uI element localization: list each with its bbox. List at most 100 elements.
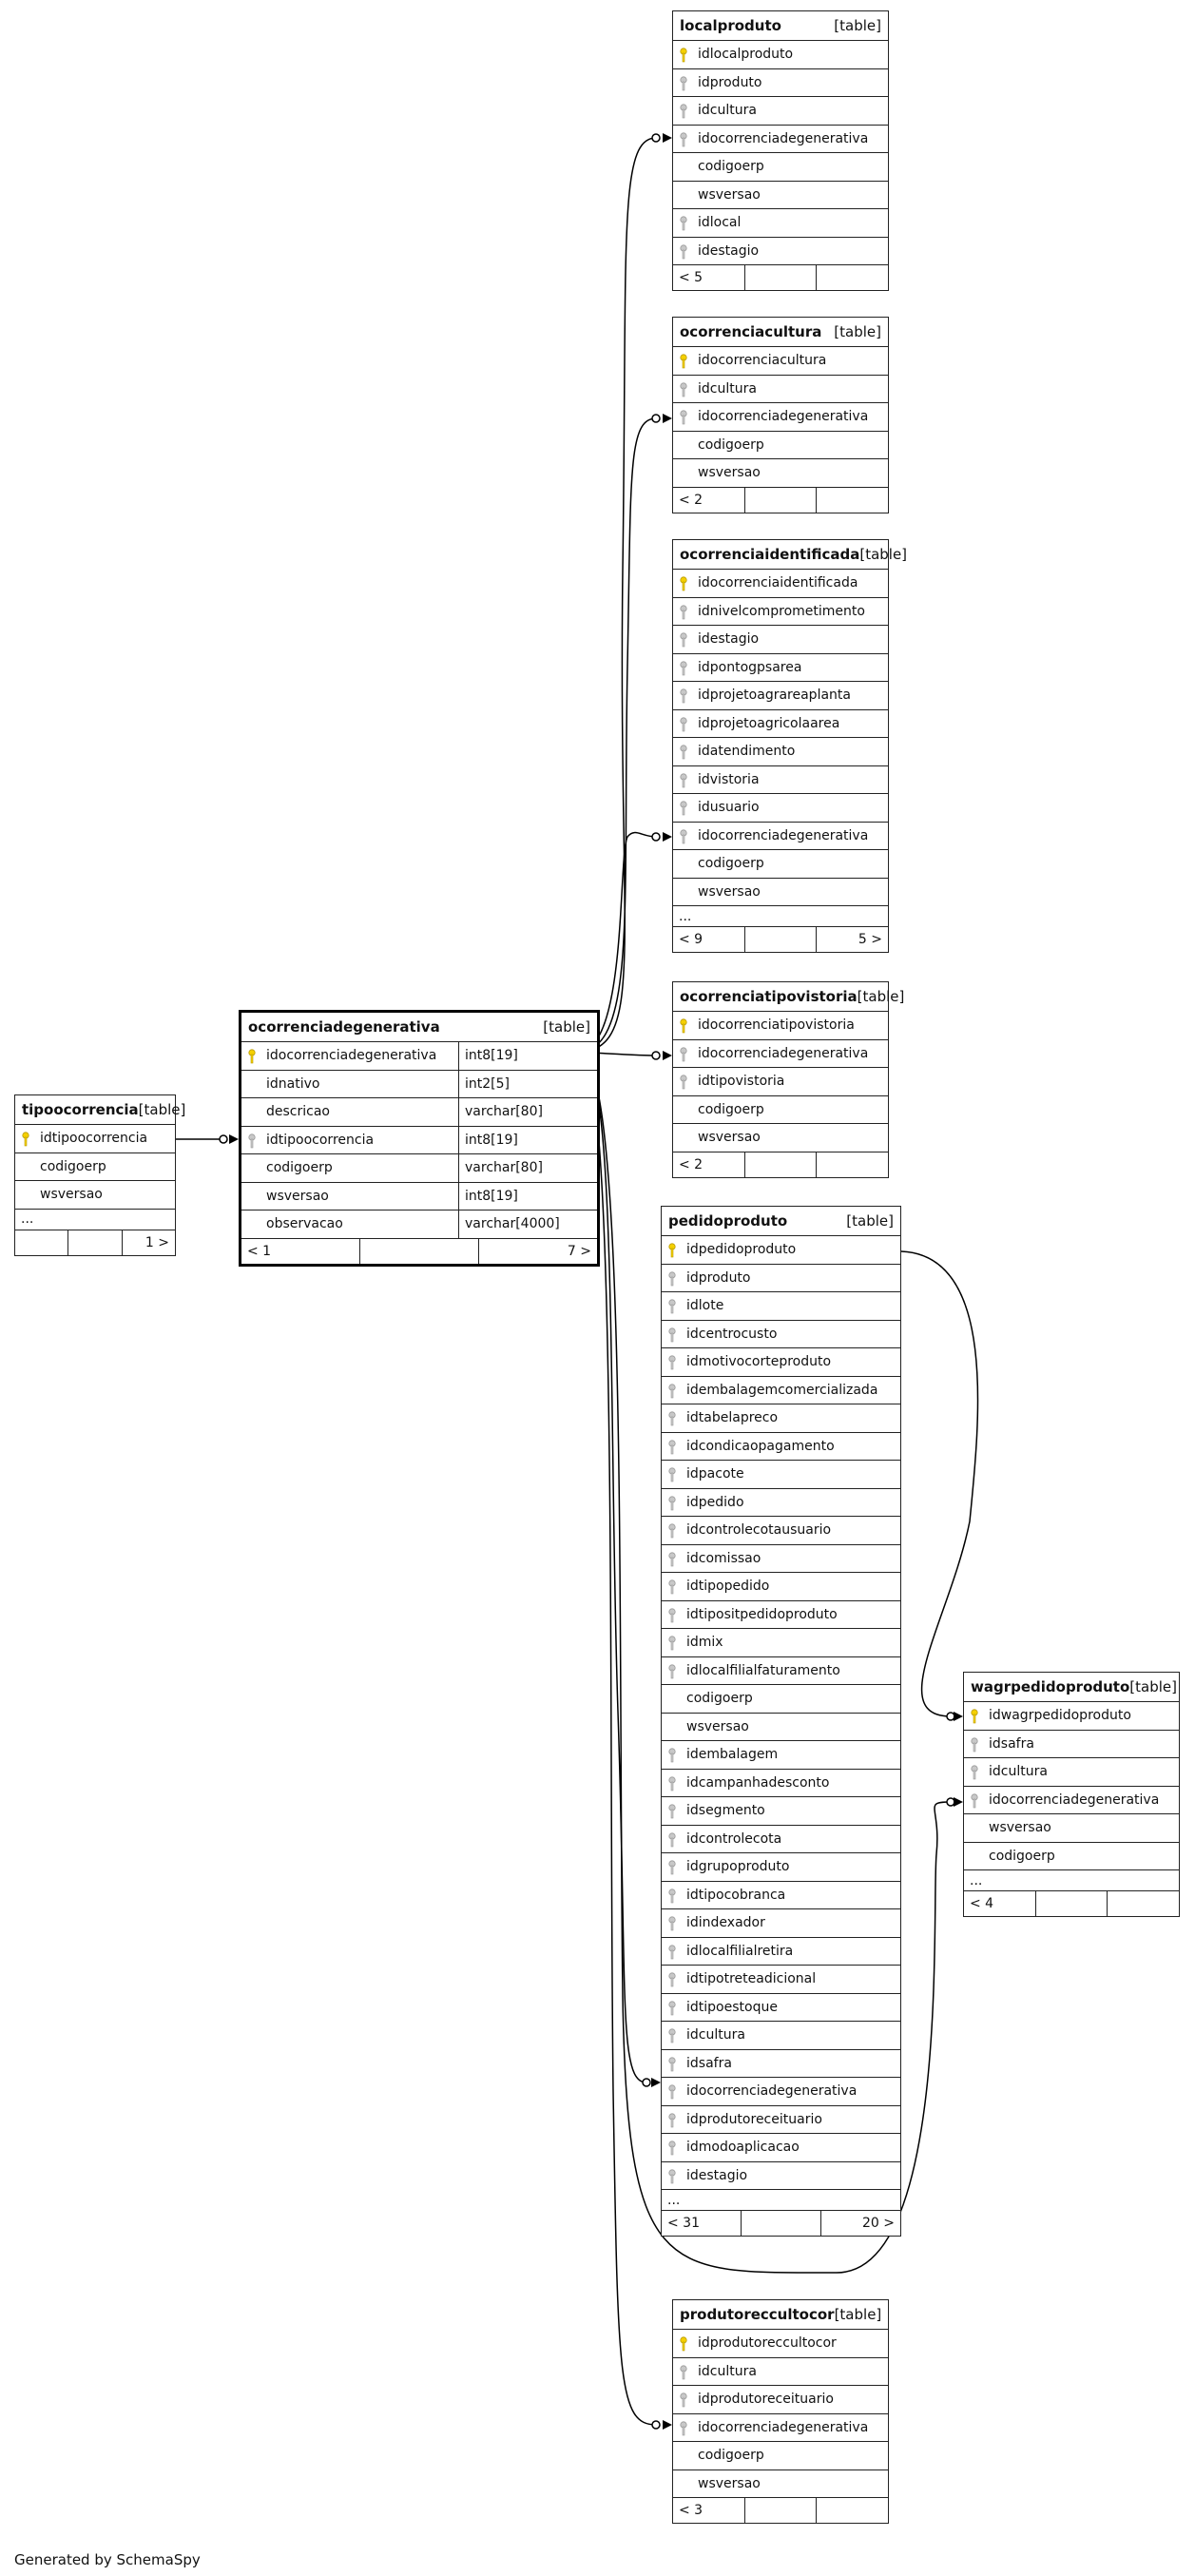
child-count[interactable]: [816, 487, 888, 513]
table-header[interactable]: tipoocorrencia[table]: [15, 1095, 185, 1125]
column-row[interactable]: idatendimento: [673, 738, 888, 766]
column-row[interactable]: idtipoestoque: [662, 1994, 900, 2022]
column-row[interactable]: idestagio: [673, 238, 888, 265]
child-count[interactable]: 5 >: [816, 927, 888, 952]
column-row[interactable]: idcultura: [964, 1758, 1179, 1787]
column-row[interactable]: wsversao: [673, 2470, 888, 2498]
column-row[interactable]: idmodoaplicacao: [662, 2134, 900, 2162]
column-row[interactable]: idpedido: [662, 1489, 900, 1517]
column-row[interactable]: wsversao: [673, 879, 888, 906]
column-row[interactable]: idcultura: [673, 2358, 888, 2386]
column-row[interactable]: idcampanhadesconto: [662, 1770, 900, 1797]
column-row[interactable]: idestagio: [673, 626, 888, 654]
table-header[interactable]: pedidoproduto[table]: [662, 1207, 900, 1236]
column-row[interactable]: idvistoria: [673, 766, 888, 794]
parent-count[interactable]: < 5: [679, 270, 704, 285]
column-row[interactable]: idgrupoproduto: [662, 1853, 900, 1882]
column-row[interactable]: idproduto: [662, 1265, 900, 1292]
column-row[interactable]: codigoerp: [964, 1843, 1179, 1870]
column-row[interactable]: idtabelapreco: [662, 1404, 900, 1433]
column-row[interactable]: idprojetoagricolaarea: [673, 710, 888, 738]
column-row[interactable]: idembalagemcomercializada: [662, 1377, 900, 1404]
column-row[interactable]: idtipopedido: [662, 1573, 900, 1601]
column-row[interactable]: wsversao: [964, 1814, 1179, 1843]
child-count[interactable]: 1 >: [121, 1230, 175, 1255]
column-row[interactable]: idocorrenciacultura: [673, 347, 888, 376]
parent-count[interactable]: [15, 1230, 67, 1255]
column-row[interactable]: idwagrpedidoproduto: [964, 1702, 1179, 1731]
column-row[interactable]: wsversao: [673, 182, 888, 209]
column-row[interactable]: idtipocobranca: [662, 1882, 900, 1909]
child-count[interactable]: 7 >: [478, 1238, 597, 1264]
parent-count[interactable]: < 2: [679, 1156, 704, 1172]
column-row[interactable]: idtipotreteadicional: [662, 1966, 900, 1994]
table-ocorrenciatipovistoria[interactable]: ocorrenciatipovistoria[table]idocorrenci…: [672, 981, 904, 1178]
table-ocorrenciacultura[interactable]: ocorrenciacultura[table]idocorrenciacult…: [672, 317, 889, 513]
column-row[interactable]: idocorrenciadegenerativa: [673, 126, 888, 153]
column-row[interactable]: idocorrenciadegenerativa: [673, 1040, 888, 1068]
table-header[interactable]: ocorrenciaidentificada[table]: [673, 540, 907, 570]
column-row[interactable]: idestagio: [662, 2162, 900, 2190]
table-ocorrenciadegenerativa[interactable]: ocorrenciadegenerativa[table]idocorrenci…: [239, 1010, 600, 1267]
column-row[interactable]: idocorrenciadegenerativa: [673, 2414, 888, 2442]
column-row[interactable]: idmix: [662, 1629, 900, 1657]
column-row[interactable]: idsafra: [964, 1731, 1179, 1758]
column-row[interactable]: idindexador: [662, 1909, 900, 1938]
column-row[interactable]: idocorrenciadegenerativa: [673, 403, 888, 432]
column-row[interactable]: codigoerp: [673, 850, 888, 879]
column-row[interactable]: idlocalproduto: [673, 41, 888, 69]
table-wagrpedidoproduto[interactable]: wagrpedidoproduto[table]idwagrpedidoprod…: [963, 1672, 1180, 1917]
column-row[interactable]: codigoerp: [673, 1096, 888, 1124]
column-row[interactable]: idocorrenciatipovistoria: [673, 1012, 888, 1040]
column-row[interactable]: idcultura: [673, 376, 888, 403]
column-row[interactable]: idsafra: [662, 2050, 900, 2078]
table-header[interactable]: localproduto[table]: [673, 11, 888, 41]
parent-count[interactable]: < 4: [970, 1896, 994, 1911]
table-header[interactable]: ocorrenciacultura[table]: [673, 318, 888, 347]
column-row[interactable]: idtipositpedidoproduto: [662, 1601, 900, 1629]
parent-count[interactable]: < 2: [679, 492, 704, 508]
child-count[interactable]: [816, 1152, 888, 1177]
column-row[interactable]: idcomissao: [662, 1545, 900, 1573]
column-row[interactable]: idcultura: [662, 2022, 900, 2050]
table-header[interactable]: ocorrenciatipovistoria[table]: [673, 982, 904, 1012]
column-row[interactable]: idprojetoagrareaplanta: [673, 682, 888, 710]
column-row[interactable]: codigoerp: [673, 153, 888, 182]
column-row[interactable]: idlocalfilialfaturamento: [662, 1657, 900, 1685]
column-row[interactable]: idtipoocorrencia: [15, 1125, 175, 1153]
table-header[interactable]: ocorrenciadegenerativa[table]: [241, 1013, 597, 1042]
column-row[interactable]: idlocal: [673, 209, 888, 238]
column-row[interactable]: idcontrolecotausuario: [662, 1517, 900, 1545]
parent-count[interactable]: < 31: [667, 2216, 700, 2231]
column-row[interactable]: idpedidoproduto: [662, 1236, 900, 1265]
table-header[interactable]: wagrpedidoproduto[table]: [964, 1673, 1179, 1702]
child-count[interactable]: [1107, 1891, 1179, 1916]
table-produtoreccultocor[interactable]: produtoreccultocor[table]idprodutoreccul…: [672, 2299, 889, 2524]
child-count[interactable]: 20 >: [820, 2211, 900, 2236]
child-count[interactable]: [816, 2498, 888, 2523]
column-row[interactable]: idocorrenciadegenerativa: [964, 1787, 1179, 1814]
column-row[interactable]: idprodutoreccultocor: [673, 2330, 888, 2358]
column-row[interactable]: codigoerp: [673, 432, 888, 459]
column-row[interactable]: codigoerp: [673, 2442, 888, 2470]
table-header[interactable]: produtoreccultocor[table]: [673, 2300, 888, 2330]
column-row[interactable]: idcontrolecota: [662, 1826, 900, 1853]
column-row[interactable]: idocorrenciadegenerativa: [662, 2078, 900, 2106]
column-row[interactable]: idprodutoreceituario: [673, 2386, 888, 2414]
column-row[interactable]: idpacote: [662, 1461, 900, 1489]
column-row[interactable]: idnivelcomprometimento: [673, 598, 888, 626]
column-row[interactable]: codigoerp: [662, 1685, 900, 1714]
column-row[interactable]: wsversao: [673, 459, 888, 488]
column-row[interactable]: idlote: [662, 1292, 900, 1321]
parent-count[interactable]: < 9: [679, 932, 704, 947]
parent-count[interactable]: < 1: [247, 1243, 272, 1259]
column-row[interactable]: idocorrenciaidentificada: [673, 570, 888, 598]
child-count[interactable]: [816, 265, 888, 290]
column-row[interactable]: idtipovistoria: [673, 1068, 888, 1096]
